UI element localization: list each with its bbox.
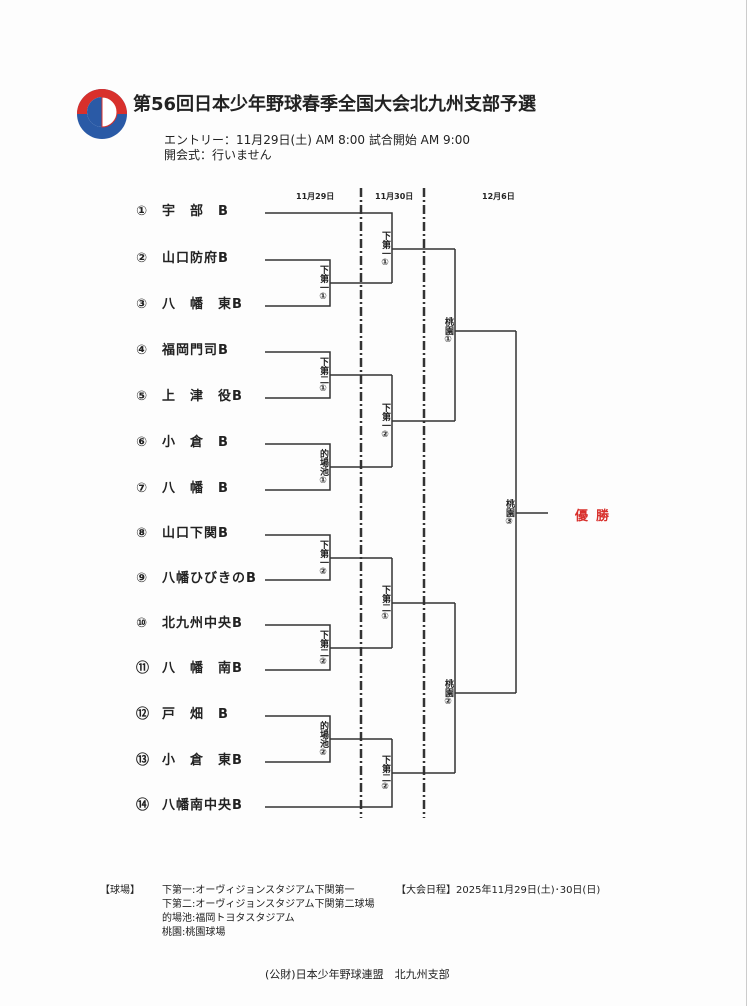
team-name: 宇 部 B (162, 204, 229, 219)
team-name: 北九州中央B (162, 616, 243, 631)
date-round2: 11月30日 (375, 192, 414, 201)
page-title: 第56回日本少年野球春季全国大会北九州支部予選 (133, 94, 537, 115)
team-entry: ⑬ 小 倉 東B (136, 752, 266, 770)
league-logo (77, 89, 127, 139)
team-name: 山口防府B (162, 251, 229, 266)
venue-2: 下第二:オーヴィジョンスタジアム下関第二球場 (162, 899, 375, 910)
team-name: 山口下関B (162, 526, 229, 541)
team-name: 八幡南中央B (162, 798, 243, 813)
seed-number: ⑧ (136, 526, 148, 541)
match-label: 下第一② (318, 538, 328, 578)
seed-number: ⑦ (136, 481, 148, 496)
venue-4: 桃園:桃園球場 (162, 927, 226, 938)
team-entry: ⑦ 八 幡 B (136, 480, 266, 498)
team-name: 小 倉 東B (162, 753, 243, 768)
seed-number: ⑭ (136, 798, 150, 813)
team-name: 上 津 役B (162, 389, 243, 404)
entry-info: エントリー：11月29日(土) AM 8:00 試合開始 AM 9:00 (164, 133, 470, 147)
team-entry: ① 宇 部 B (136, 203, 266, 221)
team-name: 八 幡 B (162, 481, 229, 496)
team-entry: ⑨ 八幡ひびきのB (136, 570, 266, 588)
date-round3: 12月6日 (482, 192, 515, 201)
seed-number: ⑫ (136, 707, 150, 722)
team-name: 八幡ひびきのB (162, 571, 257, 586)
seed-number: ⑬ (136, 753, 150, 768)
match-label: 下第一① (318, 263, 328, 303)
seed-number: ⑨ (136, 571, 148, 586)
date-round1: 11月29日 (296, 192, 335, 201)
seed-number: ⑤ (136, 389, 148, 404)
match-label: 下第一① (380, 229, 390, 269)
team-name: 小 倉 B (162, 435, 229, 450)
team-entry: ④ 福岡門司B (136, 342, 266, 360)
seed-number: ① (136, 204, 148, 219)
team-name: 福岡門司B (162, 343, 229, 358)
team-name: 八 幡 東B (162, 297, 243, 312)
match-label: 下第二① (380, 583, 390, 623)
schedule: 【大会日程】2025年11月29日(土)･30日(日) (396, 885, 601, 896)
venue-label: 【球場】 (100, 885, 140, 896)
champion-label: 優勝 (575, 509, 618, 524)
team-name: 八 幡 南B (162, 661, 243, 676)
team-entry: ② 山口防府B (136, 250, 266, 268)
match-label: 桃園③ (504, 498, 514, 528)
team-entry: ⑪ 八 幡 南B (136, 660, 266, 678)
team-entry: ⑥ 小 倉 B (136, 434, 266, 452)
venue-1: 下第一:オーヴィジョンスタジアム下関第一 (162, 885, 355, 896)
team-entry: ⑧ 山口下関B (136, 525, 266, 543)
match-label: 的場池② (318, 719, 328, 759)
seed-number: ⑪ (136, 661, 150, 676)
team-name: 戸 畑 B (162, 707, 229, 722)
team-entry: ⑤ 上 津 役B (136, 388, 266, 406)
team-entry: ③ 八 幡 東B (136, 296, 266, 314)
match-label: 下第一② (380, 401, 390, 441)
team-entry: ⑫ 戸 畑 B (136, 706, 266, 724)
match-label: 的場池① (318, 447, 328, 487)
match-label: 下第二② (318, 628, 328, 668)
venue-3: 的場池:福岡トヨタスタジアム (162, 913, 295, 924)
organization: (公財)日本少年野球連盟 北九州支部 (265, 968, 450, 981)
seed-number: ⑩ (136, 616, 148, 631)
opening-info: 開会式：行いません (164, 148, 272, 162)
seed-number: ⑥ (136, 435, 148, 450)
match-label: 桃園② (443, 678, 453, 708)
seed-number: ③ (136, 297, 148, 312)
match-label: 下第二② (380, 753, 390, 793)
match-label: 下第二① (318, 355, 328, 395)
team-entry: ⑭ 八幡南中央B (136, 797, 266, 815)
seed-number: ② (136, 251, 148, 266)
seed-number: ④ (136, 343, 148, 358)
match-label: 桃園① (443, 316, 453, 346)
team-entry: ⑩ 北九州中央B (136, 615, 266, 633)
